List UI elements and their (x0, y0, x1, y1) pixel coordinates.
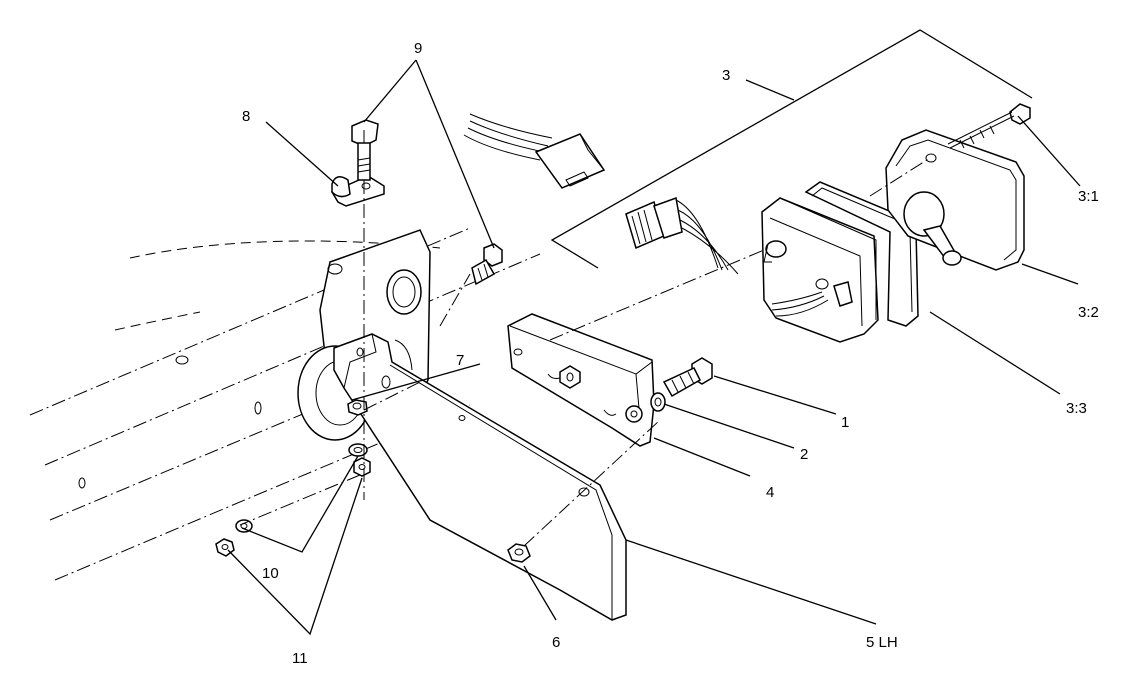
callout-7: 7 (456, 352, 464, 369)
lamp-housing-3-3 (761, 197, 879, 343)
wire-plug (625, 196, 739, 275)
nut-11 (215, 457, 371, 557)
callout-3-3: 3:3 (1066, 400, 1087, 417)
assembly-centerlines (239, 157, 931, 547)
callout-4: 4 (766, 484, 774, 501)
callout-11: 11 (292, 650, 308, 667)
callout-5-lh: 5 LH (866, 634, 898, 651)
bolt-9-vertical (351, 119, 379, 181)
nut-6 (507, 543, 531, 563)
callout-6: 6 (552, 634, 560, 651)
callout-2: 2 (800, 446, 808, 463)
nut-7 (347, 399, 368, 416)
bracket-5-lh (333, 333, 627, 621)
lens-cover-3-2 (885, 129, 1025, 271)
callout-1: 1 (841, 414, 849, 431)
leader-lines (227, 59, 1081, 636)
callout-3-2: 3:2 (1078, 304, 1099, 321)
callout-9: 9 (414, 40, 422, 57)
bolt-9-angled (471, 243, 503, 286)
callout-labels: 1 2 3 3:1 3:2 3:3 4 5 LH 6 7 8 9 10 11 (242, 40, 1099, 667)
callout-3: 3 (722, 67, 730, 84)
washer-2 (650, 392, 666, 412)
callout-3-1: 3:1 (1078, 188, 1099, 205)
wire-harness-connector (463, 113, 606, 189)
assembly-3-bracket (550, 29, 1033, 269)
screw-3-1 (947, 103, 1031, 149)
mounting-plate-4 (507, 313, 655, 447)
callout-8: 8 (242, 108, 250, 125)
screw-1 (662, 357, 713, 398)
callout-10: 10 (262, 565, 279, 582)
